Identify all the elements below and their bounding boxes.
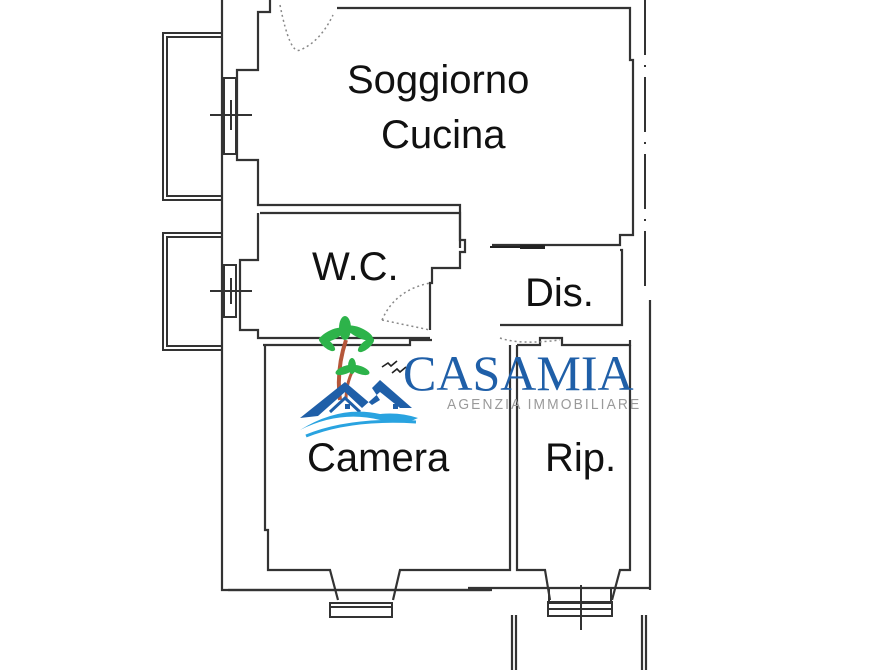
room-label-wc: W.C. — [312, 245, 399, 289]
room-label-cucina: Cucina — [381, 113, 506, 157]
watermark-tagline: AGENZIA IMMOBILIARE — [447, 396, 642, 413]
door-swings — [279, 4, 561, 343]
balcony-top — [162, 32, 222, 201]
balcony-bottom — [162, 232, 222, 351]
room-label-dis: Dis. — [525, 271, 594, 315]
watermark-brand: CASAMIA — [403, 345, 634, 401]
window-marks — [210, 77, 613, 630]
walls — [220, 0, 652, 670]
room-label-camera: Camera — [307, 436, 450, 480]
casamia-logo-icon — [300, 316, 418, 438]
room-label-rip: Rip. — [545, 436, 617, 480]
room-label-soggiorno: Soggiorno — [347, 58, 530, 102]
